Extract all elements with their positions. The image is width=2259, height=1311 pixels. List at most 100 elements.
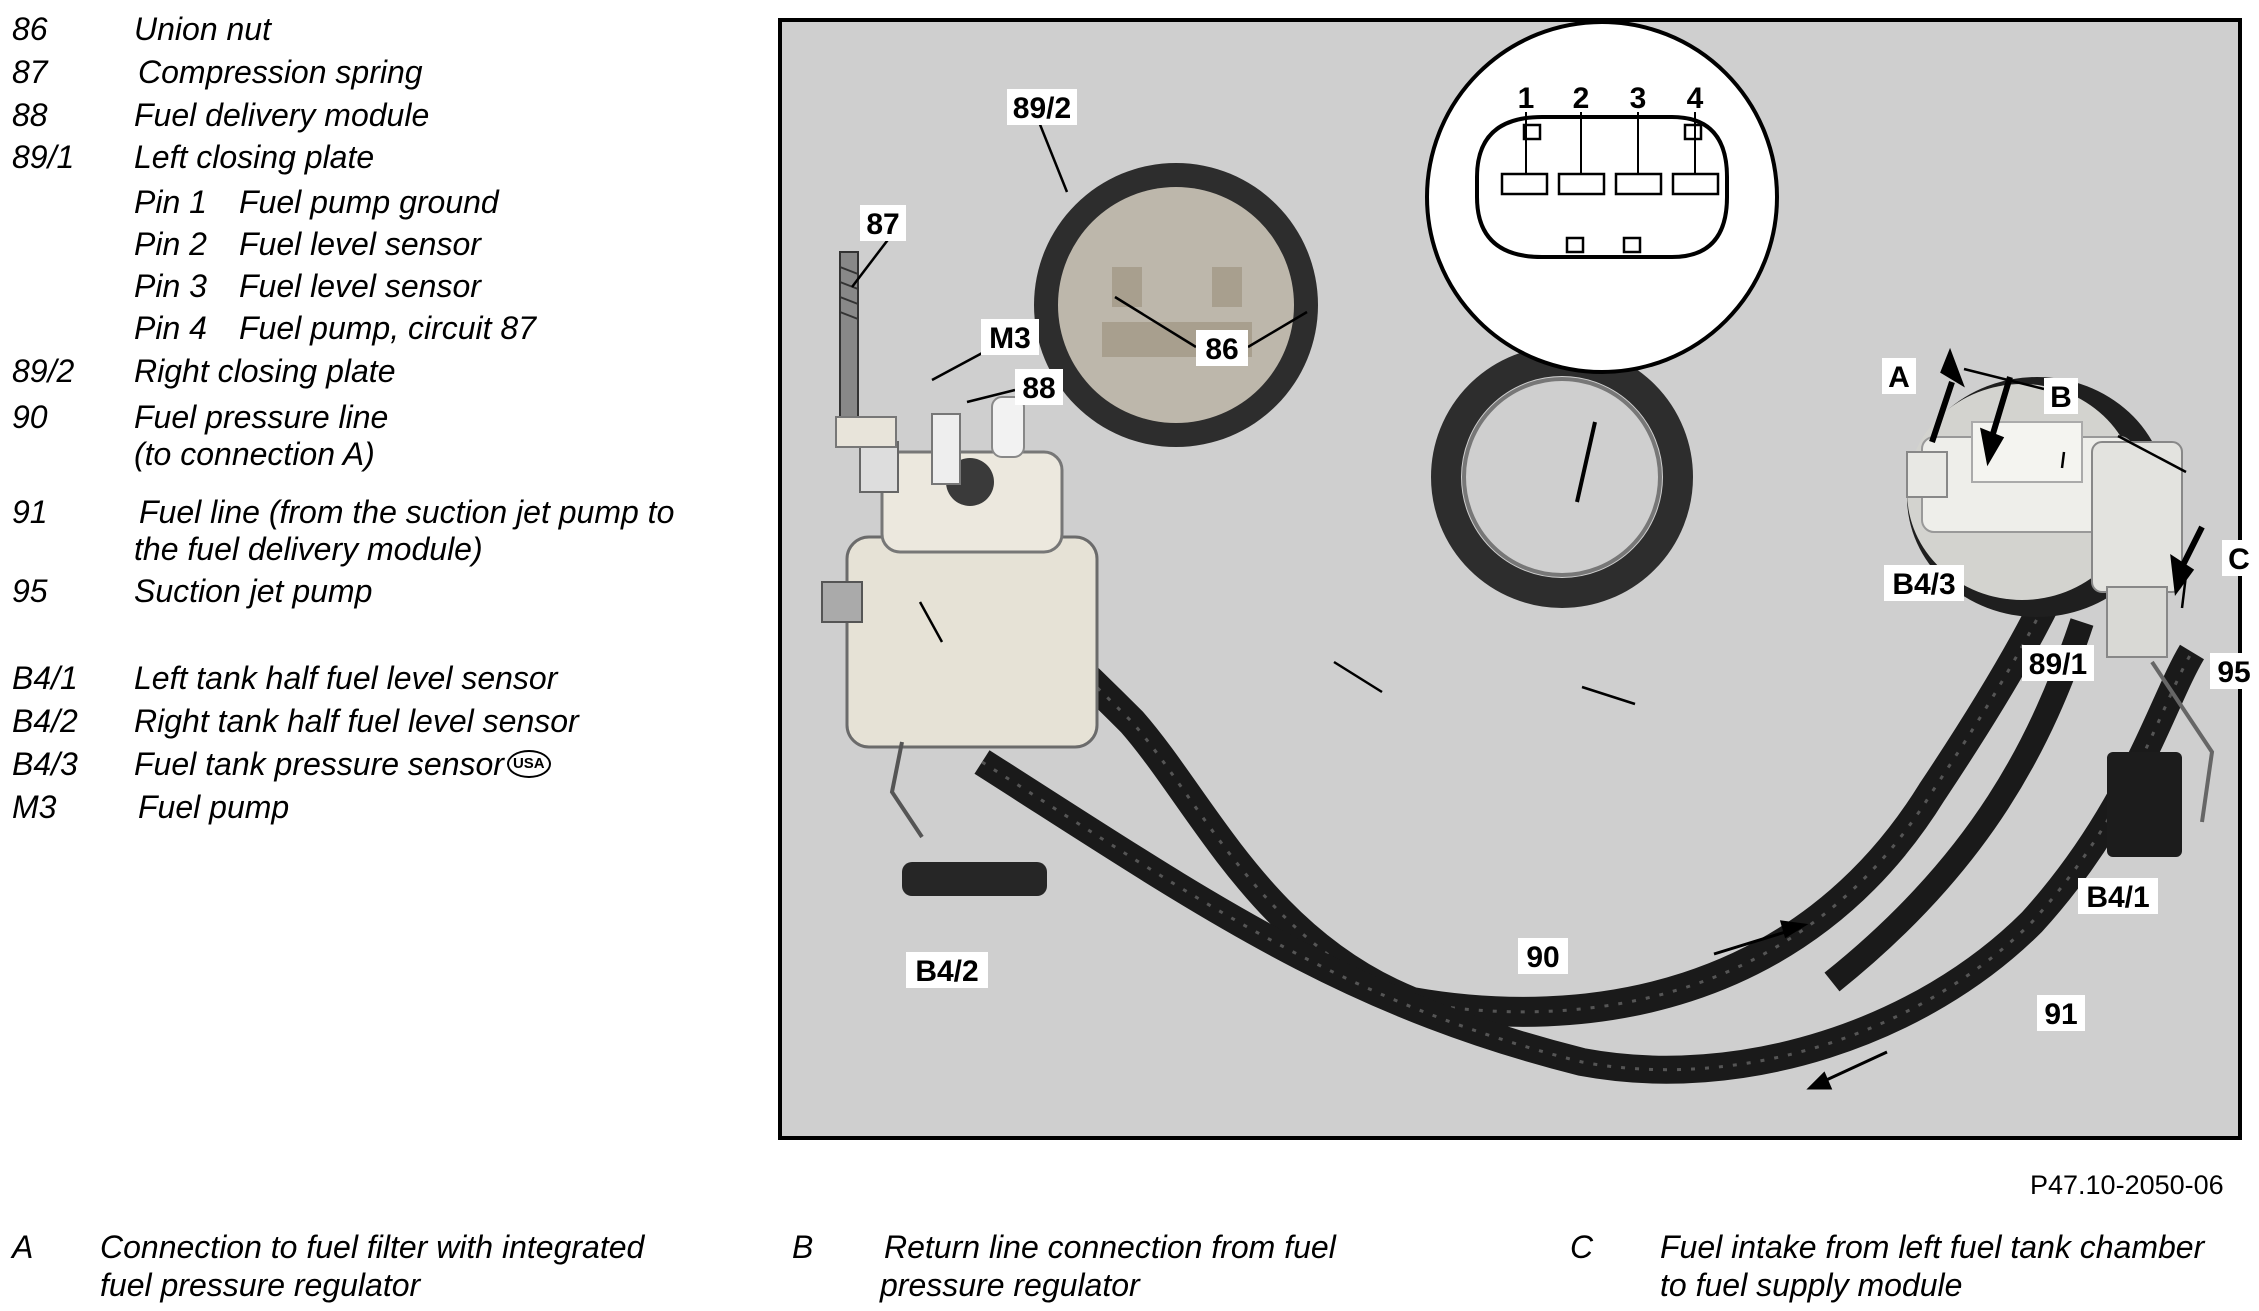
leader-lines <box>851 121 2189 706</box>
legend-code: B4/1 <box>12 660 78 696</box>
legend-text-line2: (to connection A) <box>134 436 375 472</box>
callout-box <box>2222 540 2256 576</box>
legend-code: 86 <box>12 11 48 47</box>
callout-box <box>2022 645 2094 681</box>
callout-90: 90 <box>1526 941 1559 974</box>
callout-box <box>1015 369 1063 405</box>
callout-box <box>2044 378 2078 414</box>
legend-text: Left closing plate <box>134 139 375 175</box>
legend-text: Union nut <box>134 11 271 47</box>
closing-plate-89-2 <box>1034 163 1318 447</box>
arrow-b-icon <box>1980 427 2005 467</box>
pin-text: Fuel level sensor <box>239 268 481 304</box>
callout-89-1: 89/1 <box>2029 648 2087 681</box>
legend-text: Left tank half fuel level sensor <box>134 660 558 696</box>
note-a: A Connection to fuel filter with integra… <box>12 1228 732 1308</box>
note-letter: C <box>1570 1229 1594 1265</box>
callout-box <box>2078 878 2158 914</box>
legend-code: 87 <box>12 54 48 90</box>
pin-number-1: 1 <box>1518 82 1535 115</box>
callout-box <box>906 952 988 988</box>
flow-arrows <box>1713 347 2205 1090</box>
note-c: C Fuel intake from left fuel tank chambe… <box>1570 1228 2250 1308</box>
arrow-a-icon <box>1940 347 1965 388</box>
note-line2: fuel pressure regulator <box>100 1267 421 1303</box>
legend-item-89-2: 89/2 Right closing plate <box>12 352 752 390</box>
callout-labels: 87 89/2 M3 88 86 A B C B4/3 89/1 95 B4/1… <box>860 89 2258 1031</box>
callout-box <box>1518 938 1568 974</box>
callout-86: 86 <box>1205 333 1238 366</box>
note-letter: B <box>792 1229 814 1265</box>
note-letter: A <box>12 1229 34 1265</box>
callout-87: 87 <box>866 208 899 241</box>
note-line1: Fuel intake from left fuel tank chamber <box>1660 1229 2205 1265</box>
note-line2: pressure regulator <box>880 1267 1140 1303</box>
callout-box <box>981 319 1039 355</box>
pin-label: Pin 4 <box>134 310 207 346</box>
level-sensor-b4-1 <box>2107 752 2182 857</box>
legend-item-m3: M3 Fuel pump <box>12 788 752 826</box>
component-illustration: 1 2 3 4 87 89/2 <box>782 20 2258 1136</box>
legend-code: 89/1 <box>12 139 75 175</box>
legend-text: Fuel pump <box>138 789 290 825</box>
legend-code: 88 <box>12 97 48 133</box>
callout-b4-3: B4/3 <box>1892 568 1955 601</box>
callout-91: 91 <box>2044 998 2077 1031</box>
connector-pin-detail: 1 2 3 4 <box>1425 20 1779 503</box>
legend-code: 90 <box>12 399 48 435</box>
usa-badge-icon: USA <box>506 749 551 778</box>
legend-item-90: 90 Fuel pressure line (to connection A) <box>12 398 752 478</box>
pin-text: Fuel pump, circuit 87 <box>239 310 537 346</box>
pin-text: Fuel pump ground <box>239 184 499 220</box>
legend-code: 91 <box>12 494 48 530</box>
legend-code: B4/3 <box>12 746 78 782</box>
note-line2: to fuel supply module <box>1660 1267 1963 1303</box>
legend-item-86: 86 Union nut <box>12 10 752 48</box>
callout-a: A <box>1888 361 1910 394</box>
legend-item-89-1: 89/1 Left closing plate <box>12 138 752 176</box>
legend-item-b4-2: B4/2 Right tank half fuel level sensor <box>12 702 752 740</box>
legend-text: Right closing plate <box>134 353 396 389</box>
legend-code: 89/2 <box>12 353 75 389</box>
callout-b4-1: B4/1 <box>2086 881 2149 914</box>
callout-b4-2: B4/2 <box>915 955 978 988</box>
callout-95: 95 <box>2217 656 2250 689</box>
note-line1: Connection to fuel filter with integrate… <box>100 1229 645 1265</box>
pin-label: Pin 3 <box>134 268 207 304</box>
legend-item-91: 91 Fuel line (from the suction jet pump … <box>12 493 752 573</box>
legend-text: Fuel delivery module <box>134 97 430 133</box>
suction-jet-pump <box>2091 441 2215 823</box>
legend-item-88: 88 Fuel delivery module <box>12 96 752 134</box>
note-b: B Return line connection from fuel press… <box>792 1228 1412 1308</box>
callout-box <box>1007 89 1077 125</box>
legend-code: M3 <box>12 789 57 825</box>
pin-item-1: Pin 1 Fuel pump ground <box>134 183 694 221</box>
legend-text: Fuel pressure line <box>134 399 389 435</box>
legend-item-87: 87 Compression spring <box>12 53 752 91</box>
fuel-delivery-module <box>821 396 1099 749</box>
pin-text: Fuel level sensor <box>239 226 481 262</box>
pin-item-3: Pin 3 Fuel level sensor <box>134 267 694 305</box>
legend-item-95: 95 Suction jet pump <box>12 572 752 610</box>
callout-box <box>1196 330 1248 366</box>
callout-c: C <box>2228 543 2250 576</box>
component-photo: 1 2 3 4 87 89/2 <box>778 18 2258 1140</box>
note-line1: Return line connection from fuel <box>884 1229 1336 1265</box>
pin-item-2: Pin 2 Fuel level sensor <box>134 225 694 263</box>
legend-item-b4-1: B4/1 Left tank half fuel level sensor <box>12 659 752 697</box>
arrow-flow-91-icon <box>1806 1071 1833 1090</box>
callout-m3: M3 <box>989 322 1031 355</box>
pin-label: Pin 1 <box>134 184 207 220</box>
pin-number-2: 2 <box>1573 82 1590 115</box>
arrow-c-icon <box>2170 554 2195 596</box>
legend-text: Fuel tank pressure sensor <box>134 746 504 782</box>
legend-code: B4/2 <box>12 703 78 739</box>
legend-text: Right tank half fuel level sensor <box>134 703 579 739</box>
pin-number-4: 4 <box>1687 82 1704 115</box>
callout-88: 88 <box>1022 372 1055 405</box>
callout-box <box>860 205 906 241</box>
legend-text: Compression spring <box>138 54 423 90</box>
callout-b: B <box>2050 381 2072 414</box>
